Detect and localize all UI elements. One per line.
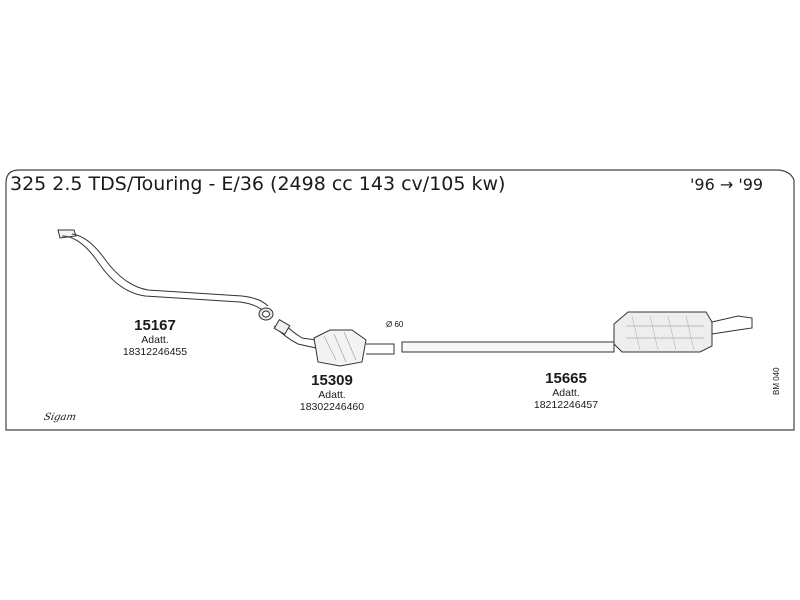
adapter-label: Adatt. <box>552 387 580 399</box>
oem-number: 18312246455 <box>122 346 188 358</box>
pipe-diameter-label: Ø 60 <box>386 320 404 329</box>
brand-logo: Sigam <box>42 412 78 423</box>
sheet-code: BM 040 <box>772 367 781 395</box>
rear-muffler-15665 <box>401 311 753 353</box>
part-label-rear-muffler: 15665 Adatt. 18212246457 <box>516 370 616 412</box>
oem-number: 18302246460 <box>299 401 365 413</box>
vehicle-title: 325 2.5 TDS/Touring - E/36 (2498 cc 143 … <box>10 173 506 195</box>
adapter-label: Adatt. <box>141 334 169 346</box>
part-number: 15665 <box>545 370 587 387</box>
catalyst-15309 <box>273 318 395 367</box>
diagram-border <box>5 169 795 431</box>
adapter-label: Adatt. <box>318 389 346 401</box>
model-years: '96 → '99 <box>690 175 764 194</box>
part-label-front-pipe: 15167 Adatt. 18312246455 <box>110 317 200 359</box>
oem-number: 18212246457 <box>533 399 599 411</box>
front-pipe-15167 <box>57 229 274 321</box>
part-number: 15309 <box>311 372 353 389</box>
part-label-catalyst: 15309 Adatt. 18302246460 <box>282 372 382 414</box>
part-number: 15167 <box>134 317 176 334</box>
